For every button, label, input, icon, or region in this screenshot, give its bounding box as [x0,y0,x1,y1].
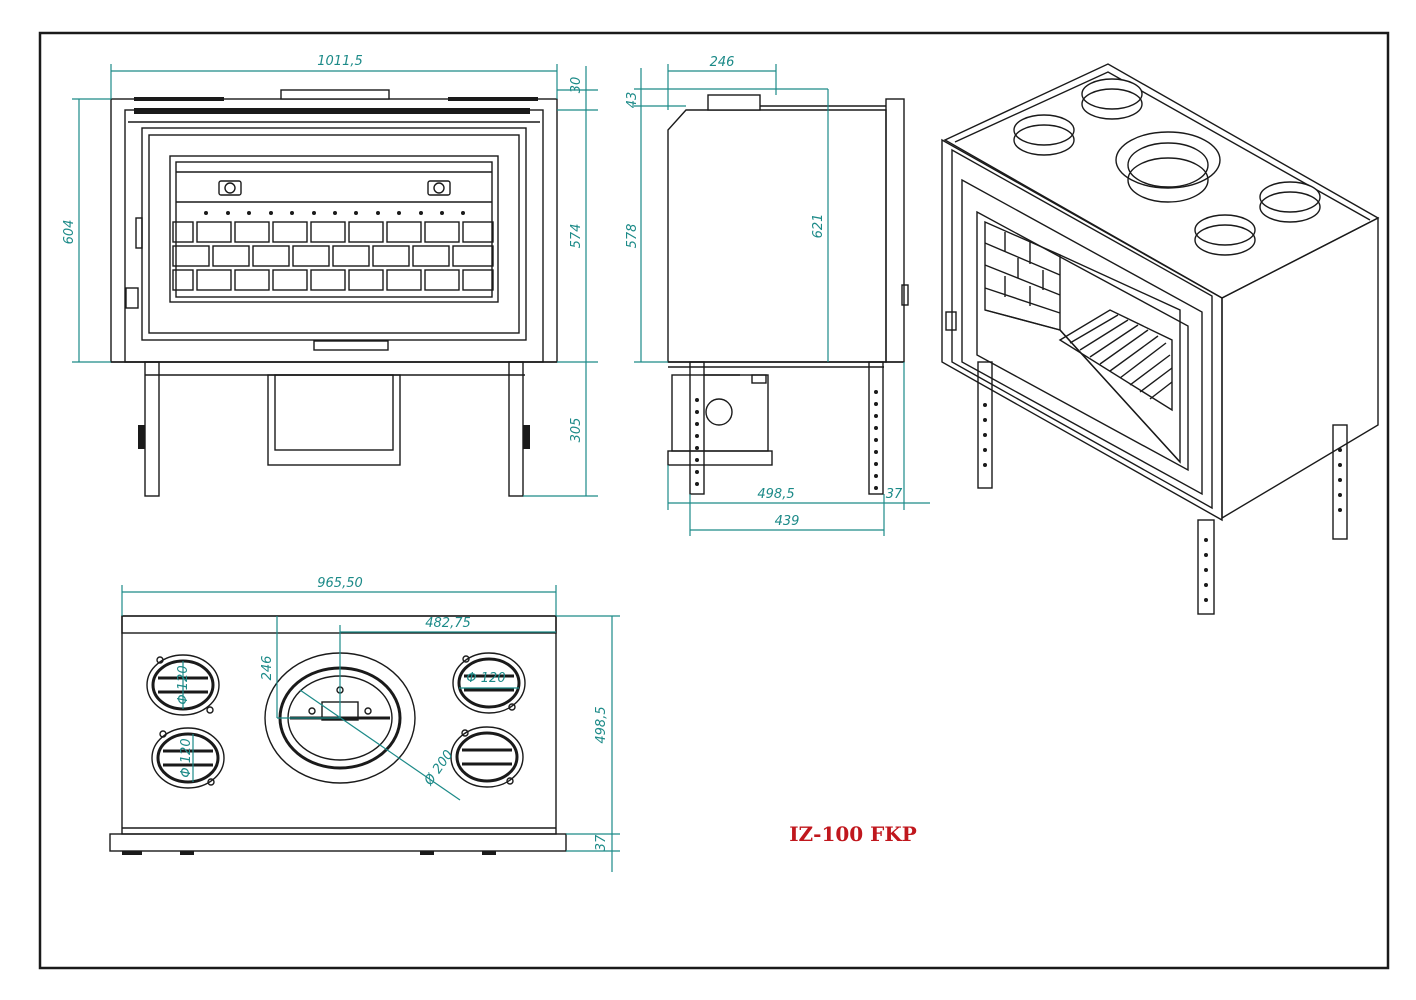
dim-top-depth: 498,5 [594,706,609,743]
dim-side-top-offset: 246 [710,55,735,70]
drawing-title: IZ-100 FKP [789,822,917,846]
dim-small-outlet-2: Φ 120 [179,738,194,777]
dim-side-leg-offset: 37 [886,487,903,502]
front-view-dimensions: 1011,5 30 574 604 305 [62,54,598,497]
dim-front-body-height: 574 [569,224,584,249]
dim-small-outlet-3: Φ 120 [466,671,505,686]
dim-front-top-gap: 30 [569,77,584,94]
dim-side-height-right: 621 [811,214,826,239]
dim-top-half-width: 482,75 [425,616,471,631]
dim-small-outlet-1: Φ 120 [176,665,191,704]
dim-side-top-height: 43 [625,92,640,109]
small-outlet-bottom-right [450,726,524,788]
dim-side-inner-depth: 439 [775,514,800,529]
top-view [109,615,567,855]
dim-top-center-offset: 246 [260,656,275,681]
small-outlet-top-right [452,652,526,714]
dim-side-height-left: 578 [625,224,640,249]
drawing-frame [38,31,1390,970]
dim-front-width: 1011,5 [317,54,363,69]
side-view-dimensions: 246 43 578 621 498,5 439 37 [625,55,930,536]
isometric-view [941,63,1380,615]
dim-side-depth: 498,5 [757,487,794,502]
dim-front-leg-height: 305 [569,418,584,443]
front-view [110,89,558,497]
side-view [667,94,909,495]
small-outlet-bottom-left [151,727,225,789]
dim-front-total-height: 604 [62,220,77,245]
dim-main-outlet: Ø 200 [421,748,456,790]
dim-top-front-offset: 37 [594,834,609,851]
dim-top-width: 965,50 [317,576,363,591]
